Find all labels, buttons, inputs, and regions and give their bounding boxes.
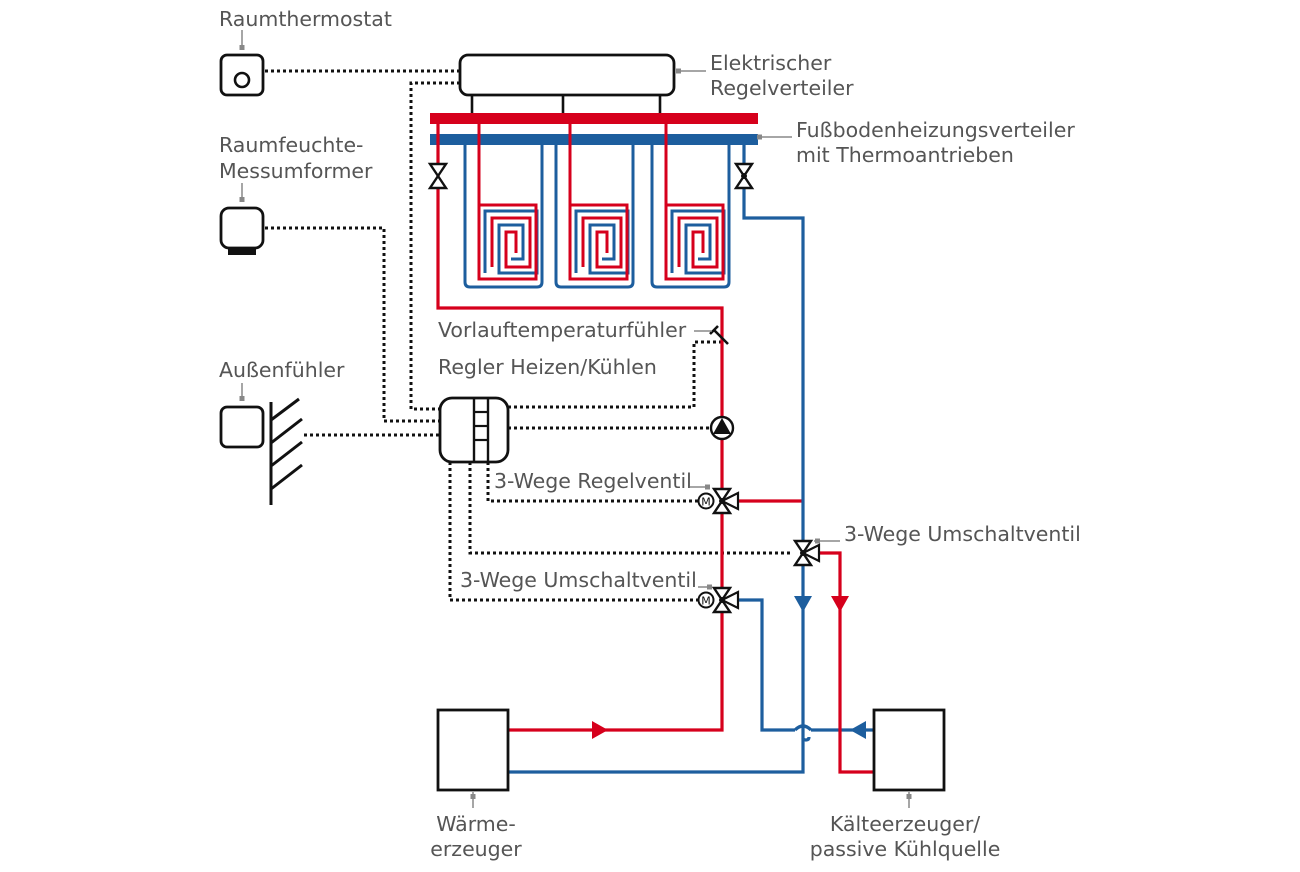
motor-icon: [697, 492, 715, 510]
label-regelventil: 3-Wege Regelventil: [494, 469, 692, 493]
label-regelverteiler-2: Regelverteiler: [710, 76, 854, 100]
label-raumfeuchte-1: Raumfeuchte-: [219, 133, 363, 157]
label-waerme-2: erzeuger: [430, 837, 522, 861]
controller-heating-cooling: Regler Heizen/Kühlen: [438, 355, 657, 464]
heat-generator: Wärme- erzeuger: [430, 708, 522, 861]
label-kaelte-1: Kälteerzeuger/: [830, 812, 980, 836]
loop-return-2: [554, 145, 635, 289]
thermostat-icon: [219, 53, 265, 97]
label-fbh-verteiler-2: mit Thermoantrieben: [796, 143, 1014, 167]
loop-return-3: [650, 145, 731, 289]
cooling-generator: Kälteerzeuger/ passive Kühlquelle: [810, 708, 1001, 861]
manifold-supply-bar: [430, 113, 758, 124]
room-humidity-transducer: Raumfeuchte- Messumformer: [219, 133, 373, 255]
label-aussenfuehler: Außenfühler: [219, 358, 345, 382]
manifold-return-bar: [430, 134, 758, 145]
humidity-sensor-icon: [219, 206, 265, 250]
flow-arrow-icon: [794, 596, 812, 612]
label-kaelte-2: passive Kühlquelle: [810, 837, 1001, 861]
outdoor-sensor-icon: [219, 405, 265, 449]
label-raumthermostat: Raumthermostat: [219, 7, 392, 31]
three-way-control-valve: M 3-Wege Regelventil: [494, 469, 740, 515]
valve-icon: [427, 162, 449, 190]
loop-supply-3: [664, 124, 725, 281]
label-regelverteiler-1: Elektrischer: [710, 51, 832, 75]
flow-arrow-icon: [850, 721, 866, 739]
underfloor-loops: [463, 124, 731, 289]
motor-icon: [697, 591, 715, 609]
label-fbh-verteiler-1: Fußbodenheizungsverteiler: [796, 118, 1075, 142]
label-umschaltventil-right: 3-Wege Umschaltventil: [844, 522, 1081, 546]
circulation-pump: [709, 415, 735, 441]
flow-arrows: [592, 596, 866, 739]
flow-arrow-icon: [831, 596, 849, 612]
manifold-valve-left: [427, 162, 449, 190]
wall-hatching: [270, 397, 303, 491]
loop-supply-2: [568, 124, 629, 281]
svg-text:M: M: [701, 496, 711, 509]
label-vorlauffuehler: Vorlauftemperaturfühler: [438, 318, 687, 342]
label-raumfeuchte-2: Messumformer: [219, 159, 373, 183]
outdoor-sensor: Außenfühler: [219, 358, 345, 505]
svg-text:M: M: [701, 595, 711, 608]
three-way-switch-valve-right: 3-Wege Umschaltventil: [792, 522, 1081, 567]
label-umschaltventil-left: 3-Wege Umschaltventil: [460, 568, 697, 592]
loop-supply-1: [477, 124, 538, 281]
manifold-valve-right: [733, 162, 755, 190]
loop-return-1: [463, 145, 544, 289]
label-regler: Regler Heizen/Kühlen: [438, 355, 657, 379]
room-thermostat: Raumthermostat: [219, 7, 392, 97]
flow-arrow-icon: [592, 721, 608, 739]
label-waerme-1: Wärme-: [436, 812, 516, 836]
underfloor-manifold: Fußbodenheizungsverteiler mit Thermoantr…: [430, 113, 1075, 167]
signal-lines: [265, 69, 792, 602]
three-way-switch-valve-left: M 3-Wege Umschaltventil: [460, 568, 740, 614]
electric-control-distributor: Elektrischer Regelverteiler: [458, 51, 854, 116]
flow-temperature-sensor: Vorlauftemperaturfühler: [438, 318, 729, 345]
